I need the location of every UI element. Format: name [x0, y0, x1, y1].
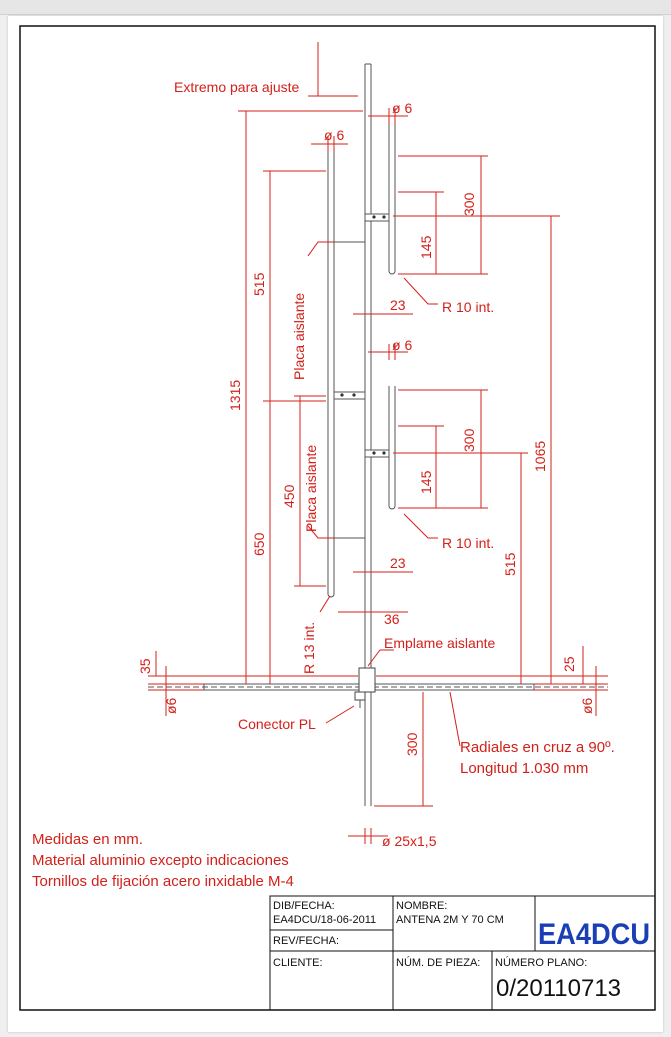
dim-515-left: 515 — [251, 272, 267, 296]
dim-145-upper: 145 — [418, 235, 434, 259]
note-3: Tornillos de fijación acero inxidable M-… — [32, 873, 294, 890]
note-1: Medidas en mm. — [32, 831, 143, 848]
element-upper-right-bend — [388, 270, 396, 275]
window-top-bar — [0, 0, 671, 15]
dim-36: 36 — [384, 611, 400, 627]
tb-nombre-label: NOMBRE: — [396, 900, 447, 912]
tb-nombre-value: ANTENA 2M Y 70 CM — [396, 914, 504, 926]
tb-dib-value: EA4DCU/18-06-2011 — [273, 914, 376, 926]
tb-rev-label: REV/FECHA: — [273, 935, 339, 947]
upper-bolt-2 — [382, 215, 386, 219]
label-placa-1: Placa aislante — [291, 293, 307, 380]
label-radiales-1: Radiales en cruz a 90º. — [460, 739, 615, 756]
label-r10-lower: R 10 int. — [442, 535, 494, 551]
dim-1065: 1065 — [532, 441, 548, 472]
label-placa-2: Placa aislante — [303, 445, 319, 532]
upper-bolt-1 — [372, 215, 376, 219]
dim-d6-c: ø 6 — [392, 337, 412, 353]
dim-d6-b: ø 6 — [324, 127, 344, 143]
lower-bolt-2 — [382, 451, 386, 455]
label-radiales-2: Longitud 1.030 mm — [460, 760, 588, 777]
label-r13: R 13 int. — [301, 622, 317, 674]
antenna-parts — [148, 63, 608, 806]
dim-35: 35 — [137, 658, 153, 674]
tb-plano-value: 0/20110713 — [496, 975, 621, 1002]
technical-drawing: Extremo para ajuste Placa aislante Placa… — [19, 25, 656, 1011]
middle-bolt-1 — [340, 393, 344, 397]
tb-plano-label: NÚMERO PLANO: — [495, 956, 587, 969]
label-extremo: Extremo para ajuste — [174, 79, 299, 95]
dimension-lines — [148, 42, 608, 844]
drawing-sheet: Extremo para ajuste Placa aislante Placa… — [8, 16, 663, 1032]
dim-300-upper: 300 — [461, 192, 477, 216]
element-left-bend — [327, 593, 335, 598]
dim-d6-right: ø6 — [579, 697, 595, 714]
pl-connector — [354, 691, 366, 701]
dim-23-lower: 23 — [390, 555, 406, 571]
middle-bolt-2 — [352, 393, 356, 397]
dim-300-lower: 300 — [461, 428, 477, 452]
title-block: DIB/FECHA: EA4DCU/18-06-2011 REV/FECHA: … — [269, 895, 656, 1011]
dim-1315: 1315 — [227, 380, 243, 411]
insulating-joint — [358, 667, 376, 693]
drawing-labels: Extremo para ajuste Placa aislante Placa… — [137, 79, 615, 849]
dim-d6-left: ø6 — [163, 697, 179, 714]
note-2: Material aluminio excepto indicaciones — [32, 852, 289, 869]
lower-bolt-1 — [372, 451, 376, 455]
dim-650: 650 — [251, 532, 267, 556]
dim-25: 25 — [561, 656, 577, 672]
tb-pieza-label: NÚM. DE PIEZA: — [396, 956, 480, 969]
upper-clamp — [364, 213, 390, 222]
tb-dib-label: DIB/FECHA: — [273, 900, 335, 912]
lower-clamp — [364, 449, 390, 458]
tb-cliente-label: CLIENTE: — [273, 957, 323, 969]
dim-300-bottom: 300 — [404, 732, 420, 756]
label-r10-upper: R 10 int. — [442, 299, 494, 315]
element-lower-right-bend — [388, 505, 396, 510]
dim-145-lower: 145 — [418, 470, 434, 494]
notes: Medidas en mm. Material aluminio excepto… — [32, 831, 294, 890]
tb-logo: EA4DCU — [538, 918, 650, 951]
dim-515-right: 515 — [502, 552, 518, 576]
dim-450: 450 — [281, 484, 297, 508]
dim-d6-a: ø 6 — [392, 100, 412, 116]
label-conector: Conector PL — [238, 716, 316, 732]
middle-clamp — [333, 391, 366, 400]
label-tube: ø 25x1,5 — [382, 833, 437, 849]
label-emplame: Emplame aislante — [384, 635, 495, 651]
dim-23-upper: 23 — [390, 297, 406, 313]
